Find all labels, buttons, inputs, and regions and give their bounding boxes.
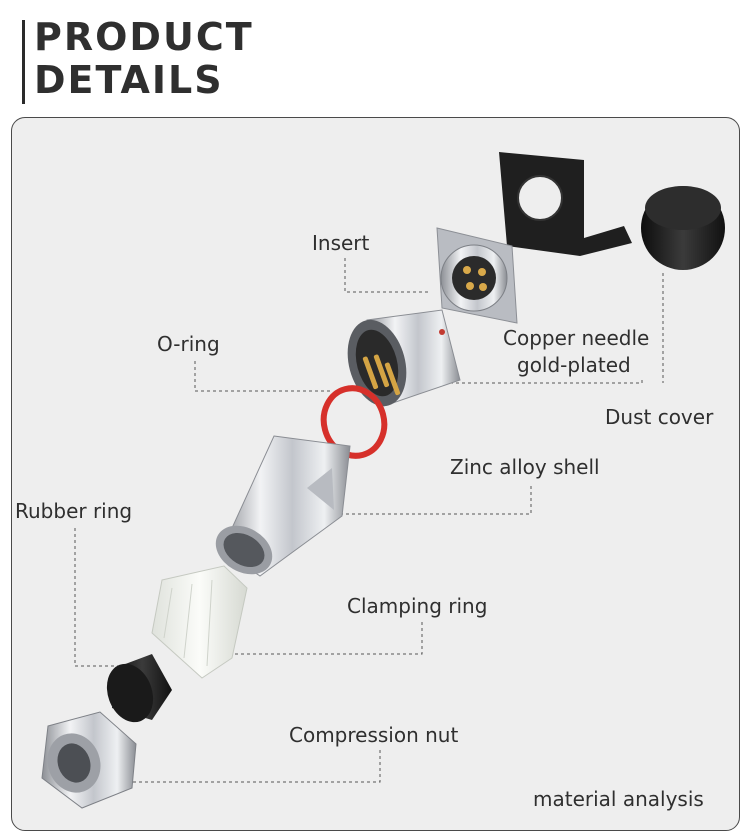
page-title: PRODUCT DETAILS bbox=[34, 16, 254, 102]
label-copper-needle-line-2: gold-plated bbox=[517, 353, 631, 377]
rubber-ring-part bbox=[106, 654, 172, 723]
label-clamping-ring: Clamping ring bbox=[347, 594, 488, 618]
clamping-ring-part bbox=[151, 565, 248, 679]
product-diagram-panel: Insert O-ring Copper needle gold-plated … bbox=[11, 117, 740, 831]
footer-material-analysis: material analysis bbox=[533, 787, 704, 811]
label-compression-nut: Compression nut bbox=[289, 723, 459, 747]
exploded-view-illustration bbox=[41, 152, 725, 809]
insert-leader bbox=[344, 258, 430, 293]
label-insert: Insert bbox=[312, 231, 370, 255]
copper-needle-leader bbox=[430, 380, 643, 384]
dust-cover-part bbox=[499, 152, 725, 270]
insert-part bbox=[436, 227, 518, 324]
clamping-ring-leader bbox=[202, 622, 423, 655]
zinc-shell-part bbox=[215, 435, 351, 577]
compression-nut-part bbox=[41, 711, 137, 809]
page-title-line-2: DETAILS bbox=[34, 58, 224, 102]
o-ring-part bbox=[320, 385, 388, 459]
label-zinc-alloy-shell: Zinc alloy shell bbox=[450, 455, 600, 479]
header-accent-bar bbox=[22, 20, 25, 104]
page-title-line-1: PRODUCT bbox=[34, 15, 254, 59]
label-o-ring: O-ring bbox=[157, 332, 220, 356]
label-dust-cover: Dust cover bbox=[605, 405, 714, 429]
label-copper-needle-line-1: Copper needle bbox=[503, 326, 650, 350]
leader-lines bbox=[74, 258, 664, 783]
o-ring-leader bbox=[194, 361, 330, 392]
compression-nut-leader bbox=[120, 750, 381, 783]
pin-body-part bbox=[347, 309, 461, 407]
zinc-shell-leader bbox=[317, 486, 532, 515]
rubber-ring-leader bbox=[74, 528, 124, 667]
label-rubber-ring: Rubber ring bbox=[15, 499, 133, 523]
